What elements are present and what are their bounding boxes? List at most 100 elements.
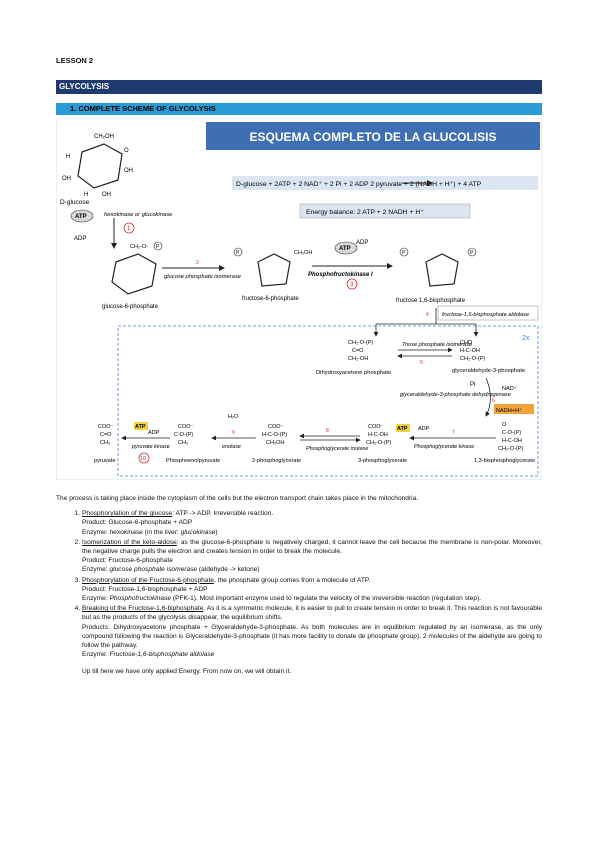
twox-label: 2x [522,335,530,342]
f6p-structure: P CH₂OH [233,247,312,287]
svg-text:2: 2 [196,260,199,266]
svg-text:5: 5 [420,360,423,366]
pgm-label: Phosphoglycerate mutase [306,446,368,452]
intro-paragraph: The process is taking place inside the c… [56,495,419,502]
nad-label: NAD⁺ [502,385,517,392]
pi-label: Pi [470,382,475,388]
svg-text:COO⁻: COO⁻ [98,424,114,430]
nadh-label: NADH+H⁺ [496,407,522,414]
pgk-label: Phosphoglycerate kinase [414,444,474,450]
svg-text:CH₂-O-(P): CH₂-O-(P) [460,356,486,362]
svg-text:C-O-(P): C-O-(P) [174,432,193,438]
equation-box [232,176,538,190]
list-item: Isomerization of the keto-aldose: as the… [82,538,542,575]
svg-text:COO⁻: COO⁻ [268,424,284,430]
energy-balance-text: Energy balance: 2 ATP + 2 NADH + H⁺ [306,209,424,216]
svg-text:CH₂: CH₂ [178,440,188,446]
svg-text:CH₂-OH: CH₂-OH [348,356,368,362]
svg-text:H-C-OH: H-C-OH [368,432,388,438]
list-item: Phosphorylation of the Fructose-6-phosph… [82,576,542,604]
steps-list: Phosphorylation of the glucose: ATP -> A… [56,509,542,659]
svg-text:CH₂-O-(P): CH₂-O-(P) [366,440,392,446]
pep-label: Phosphoenolpyruvate [166,458,220,464]
pfk-label: Phosphofructokinase I [308,272,373,278]
svg-text:CH₂OH: CH₂OH [294,250,312,256]
svg-text:O: O [502,422,507,428]
atp-label-10: ATP [135,424,146,430]
svg-text:CH₂-O-(P): CH₂-O-(P) [348,340,374,346]
svg-text:8: 8 [326,428,329,434]
svg-text:9: 9 [232,430,235,436]
lesson-label: LESSON 2 [56,56,94,65]
svg-text:H-C-OH: H-C-OH [502,438,522,444]
svg-text:P: P [156,244,160,250]
closing-paragraph: Up till here we have only applied Energy… [82,668,292,676]
svg-text:C=O: C=O [100,432,112,438]
ch2oh-label: CH₂OH [94,134,114,140]
svg-text:P: P [470,250,474,256]
svg-text:CHO: CHO [460,340,473,346]
f6p-label: fructose-6-phosphate [242,296,299,302]
svg-text:O: O [124,148,129,154]
svg-text:OH: OH [102,192,111,198]
body-text: The process is taking place inside the c… [56,494,542,677]
energy-balance-box [299,203,471,219]
gapdh-label: glyceraldehyde-3-phosphate dehydrogenase [400,392,511,398]
equation-text: D-glucose + 2ATP + 2 NAD⁺ + 2 Pi + 2 ADP… [236,181,482,188]
svg-text:H-C-O-(P): H-C-O-(P) [262,432,287,438]
f16bp-structure: P P [399,247,477,287]
svg-text:CH₃: CH₃ [100,440,110,446]
aldolase-label: fructose-1,6-bisphosphate aldolase [442,312,529,318]
twice-region [117,325,539,477]
section-heading: GLYCOLYSIS [56,80,542,94]
pg3-label: 3-phosphoglycerate [358,458,407,464]
svg-text:CH₂OH: CH₂OH [266,440,284,446]
svg-text:C-O-(P): C-O-(P) [502,430,521,436]
h2o-label: H₂O [228,414,239,420]
glycolysis-scheme-figure: ESQUEMA COMPLETO DE LA GLUCOLISIS CH₂OH … [55,117,543,481]
svg-text:CH₂-O-: CH₂-O- [130,244,148,250]
pk-label: pyruvate kinase [131,444,170,450]
svg-text:10: 10 [140,456,146,462]
bpg13-label: 1,3-bisphosphoglycerate [474,458,535,464]
svg-text:1: 1 [127,226,131,232]
svg-text:OH: OH [62,176,71,182]
dhap-label: Dihydroxyacetone phosphate [316,370,391,376]
svg-text:C=O: C=O [352,348,364,354]
glucose-structure: CH₂OH O H OH OH H OH [62,134,133,198]
adp-label-7: ADP [418,426,430,432]
adp-label-10: ADP [148,430,160,436]
svg-text:OH: OH [124,168,133,174]
list-item: Breaking of the Fructose-1,6-biphosphate… [82,604,542,659]
tpi-label: Triose phosphate isomerase [402,342,472,348]
svg-text:3: 3 [350,282,354,288]
svg-text:CH₂-O-(P): CH₂-O-(P) [498,446,524,452]
svg-text:P: P [402,250,406,256]
title-banner [206,122,540,150]
svg-text:COO⁻: COO⁻ [178,424,194,430]
svg-text:7: 7 [452,430,455,436]
atp-label-1: ATP [75,214,87,220]
subsection-heading: 1. COMPLETE SCHEME OF GLYCOLYSIS [56,103,542,115]
svg-text:H-C-OH: H-C-OH [460,348,480,354]
glucose-label: D-glucose [60,199,90,206]
figure-title: ESQUEMA COMPLETO DE LA GLUCOLISIS [250,130,497,144]
f16bp-label: fructose 1,6-bisphosphate [396,298,466,304]
adp-label-1: ADP [74,236,86,242]
enolase-label: enolase [222,444,241,450]
atp-label-3: ATP [339,246,351,252]
svg-text:6: 6 [492,398,495,404]
pg2-label: 2-phosphoglycerate [252,458,301,464]
g6p-structure: CH₂-O- P [111,241,163,295]
gap-label: glyceraldehyde-3-phosphate [452,368,525,374]
pyruvate-label: pyruvate [94,458,115,464]
svg-text:COO⁻: COO⁻ [368,424,384,430]
svg-text:H: H [84,192,88,198]
hexokinase-label: hexokinase or glucokinase [104,212,173,218]
svg-text:P: P [236,250,240,256]
isomerase-label: glucose phosphate isomerase [164,274,242,280]
svg-text:H: H [66,154,70,160]
glycolysis-diagram: ESQUEMA COMPLETO DE LA GLUCOLISIS CH₂OH … [55,117,543,481]
adp-label-3: ADP [356,240,368,246]
atp-label-7: ATP [397,426,408,432]
